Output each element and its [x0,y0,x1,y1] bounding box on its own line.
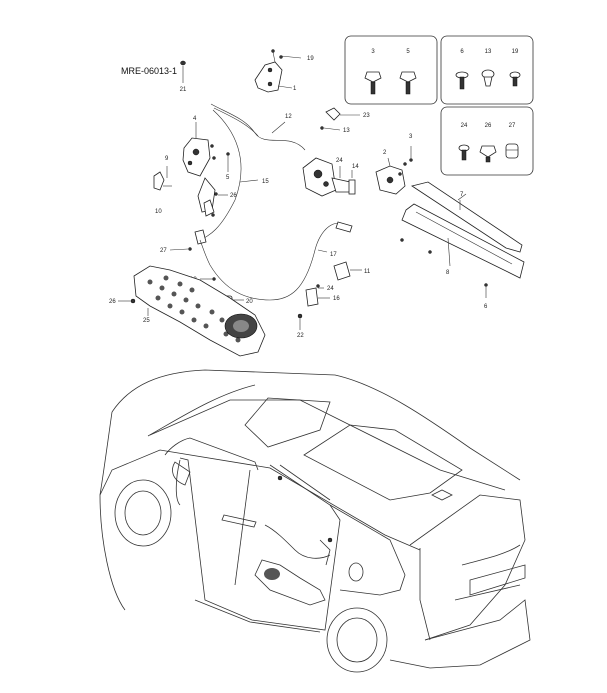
callout-15: 15 [262,179,269,185]
box2-label-a: 6 [460,49,464,55]
callout-21: 21 [180,87,187,93]
callout-8: 8 [446,270,450,276]
bolt-21: 21 [180,60,187,93]
callout-4: 4 [193,116,197,122]
callout-16: 16 [333,296,340,302]
door-latch-4: 4 5 [182,116,230,213]
callout-27: 27 [160,248,167,254]
clip-icon [481,69,495,87]
actuator-14: 14 24 [302,157,359,197]
box1-label-a: 3 [371,49,375,55]
box3-label-b: 26 [485,123,492,129]
grommet-icon [505,143,519,159]
minivan-illustration [99,369,531,673]
screw-icon [509,71,521,87]
callout-1: 1 [293,86,297,92]
callout-20: 20 [246,299,253,305]
callout-23: 23 [363,113,370,119]
box3-label-c: 27 [509,123,516,129]
bracket-11: 11 24 16 22 [297,261,371,339]
diagram-code: MRE-06013-1 [121,66,177,76]
callout-24b: 24 [327,286,334,292]
callout-26b: 26 [109,299,116,305]
clip-27: 27 [160,229,207,254]
callout-7: 7 [460,192,464,198]
nut-icon [479,145,497,163]
box2-label-b: 13 [485,49,492,55]
callout-11: 11 [364,269,371,275]
callout-19: 19 [307,56,314,62]
callout-3: 3 [409,134,413,140]
box1-label-b: 5 [406,49,410,55]
callout-12: 12 [285,114,292,120]
screw-icon [455,71,469,90]
flange-bolt-icon [399,71,417,95]
callout-9: 9 [165,156,169,162]
bracket-1: 19 1 [254,49,314,93]
callout-13: 13 [343,128,350,134]
door-module-carrier-25: 26 25 [109,265,266,357]
clip-23: 23 13 [320,107,370,134]
cable-17: 17 [199,221,353,301]
fastener-box-3: 24 26 27 [440,106,534,176]
callout-26: 26 [230,193,237,199]
fastener-box-2: 6 13 19 [440,35,534,105]
flange-bolt-icon [364,71,382,95]
callout-22: 22 [297,333,304,339]
cable-15: 15 26 [199,109,269,241]
callout-17: 17 [330,252,337,258]
callout-25: 25 [143,318,150,324]
bracket-10: 9 10 [153,156,172,215]
callout-24: 24 [336,158,343,164]
box3-label-a: 24 [461,123,468,129]
callout-14: 14 [352,164,359,170]
rail-7: 7 8 6 [400,181,525,310]
callout-6: 6 [484,304,488,310]
box2-label-c: 19 [512,49,519,55]
callout-2: 2 [383,150,387,156]
latch-2: 2 3 [375,134,413,195]
callout-5: 5 [226,175,230,181]
cable-12: 12 [210,103,306,151]
fastener-box-1: 3 5 [344,35,438,105]
bolt-icon [458,144,470,161]
callout-10: 10 [155,209,162,215]
